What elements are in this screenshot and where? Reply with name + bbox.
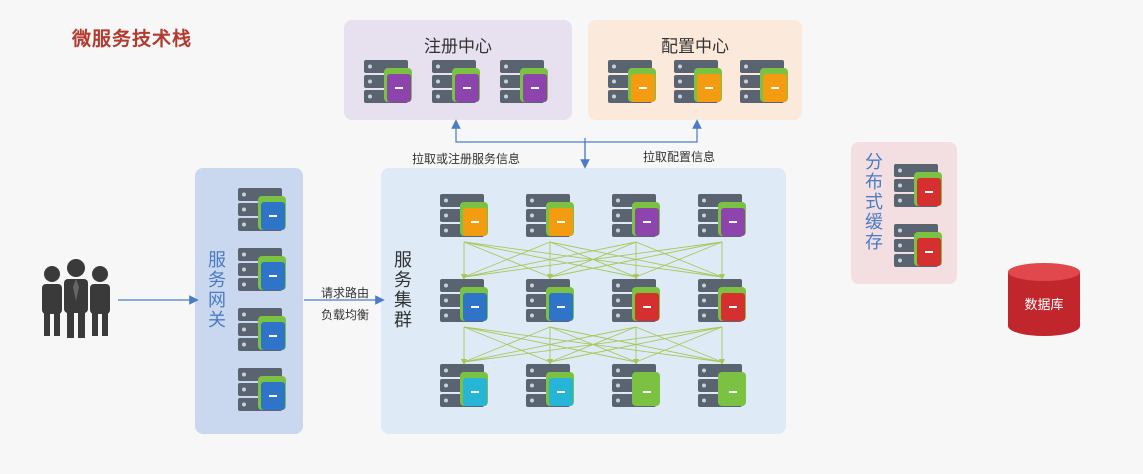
cluster-server-icon [438,362,490,412]
mesh-line [635,241,723,278]
config-label: 配置中心 [661,37,729,57]
cluster-server-icon [438,192,490,242]
gateway-server-icon [236,186,288,236]
config-server-icon [606,58,658,108]
config-server-icon [738,58,790,108]
mesh-line [463,326,637,363]
registry-label: 注册中心 [424,37,492,57]
cluster-server-icon [610,362,662,412]
cluster-server-icon [524,277,576,327]
config-server-icon [672,58,724,108]
cluster-server-icon [610,192,662,242]
cluster-server-icon [610,277,662,327]
cache-server-icon [892,222,944,272]
mesh-line [549,241,723,278]
mesh-line [463,241,551,278]
cluster-server-icon [524,362,576,412]
registry-server-icon [362,58,414,108]
cache-server-icon [892,162,944,212]
cluster-server-icon [696,277,748,327]
page-title: 微服务技术栈 [72,28,193,50]
routing-label: 请求路由 [321,286,370,300]
database-label: 数据库 [1024,298,1064,313]
mesh-line [463,241,637,278]
gateway-server-icon [236,306,288,356]
cluster-server-icon [438,277,490,327]
pull-register-label: 拉取或注册服务信息 [412,152,521,166]
cluster-server-icon [696,192,748,242]
mesh-line [463,326,723,363]
gateway-server-icon [236,246,288,296]
gateway-server-icon [236,366,288,416]
cache-label: 分布式缓存 [862,152,883,252]
people-icon [42,259,110,338]
cluster-server-icon [524,192,576,242]
pull-config-label: 拉取配置信息 [643,150,716,164]
mesh-line [463,241,723,278]
cluster-mesh-lines [460,241,726,366]
load-balance-label: 负载均衡 [321,308,370,322]
cluster-to-config-arrow [585,119,702,143]
database-icon [1008,263,1080,336]
mesh-line [549,326,723,363]
cluster-label: 服务集群 [391,250,412,330]
gateway-label: 服务网关 [205,250,226,330]
cluster-server-icon [696,362,748,412]
registry-server-icon [498,58,550,108]
mesh-line [463,326,551,363]
registry-server-icon [430,58,482,108]
mesh-line [635,326,723,363]
